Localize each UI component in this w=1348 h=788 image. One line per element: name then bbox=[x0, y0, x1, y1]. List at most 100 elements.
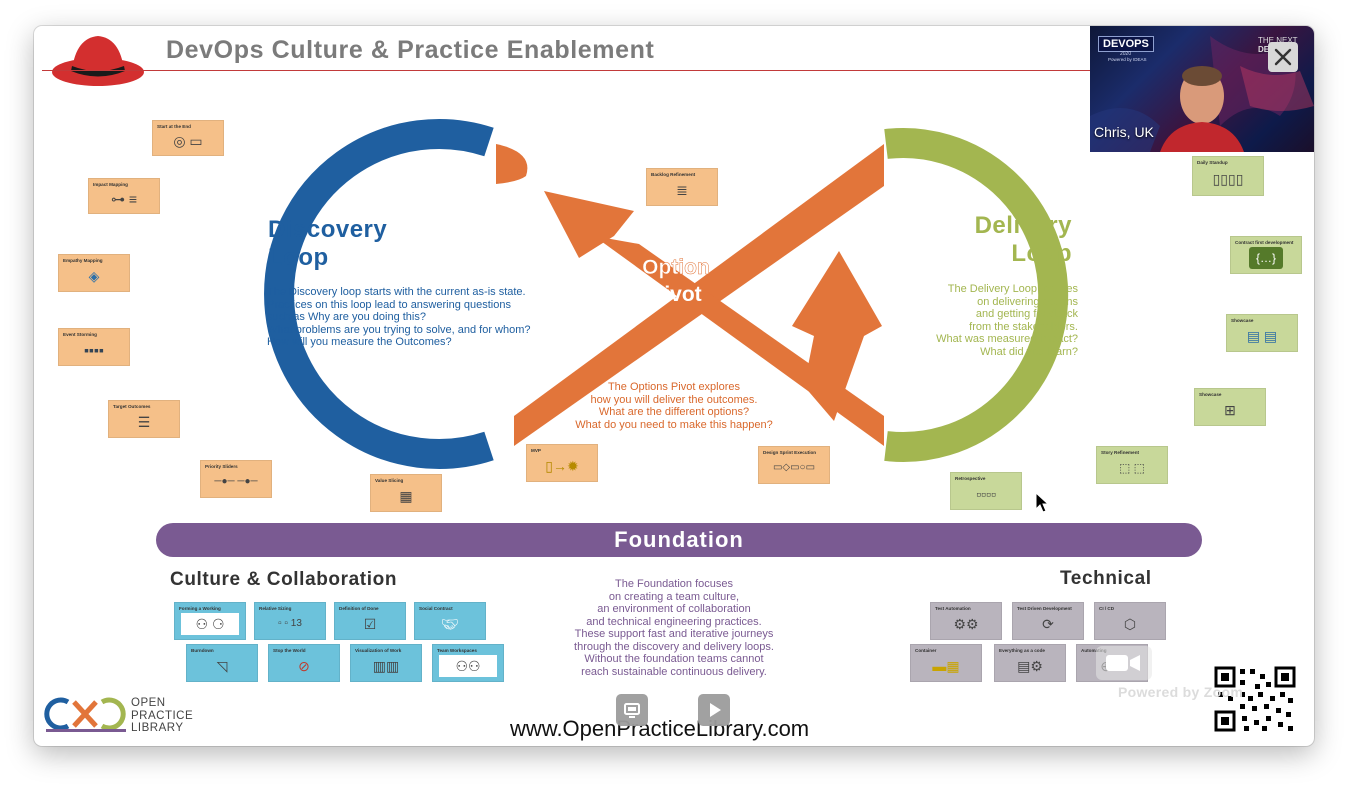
practice-card: Empathy Mapping ◈ bbox=[58, 254, 130, 292]
delivery-heading-line2: Loop bbox=[1011, 240, 1072, 267]
team-icon: ⚇ ⚆ bbox=[181, 613, 239, 635]
pivot-heading-line2: Pivot bbox=[650, 283, 701, 306]
close-button[interactable] bbox=[1268, 42, 1298, 72]
practice-card-title: Retrospective bbox=[955, 476, 986, 481]
practice-card-title: Social Contract bbox=[419, 606, 453, 611]
lightbulb-icon: ▯→✹ bbox=[545, 458, 579, 474]
infinity-loop-diagram: Option Pivot bbox=[264, 119, 1069, 469]
zoom-logo-watermark bbox=[1096, 646, 1152, 680]
practice-card: Stop the World ⊘ bbox=[268, 644, 340, 682]
event-year: 2020 bbox=[1120, 51, 1132, 57]
practice-card-title: Start at the End bbox=[157, 124, 191, 129]
code-doc-icon: ▤⚙ bbox=[1017, 658, 1043, 674]
practice-card: Relative Sizing ▫ ▫ 13 bbox=[254, 602, 326, 640]
kanban-icon: ▥▥ bbox=[372, 658, 400, 674]
foundation-description: The Foundation focuses on creating a tea… bbox=[522, 578, 826, 678]
practice-card-title: Stop the World bbox=[273, 648, 306, 653]
foundation-desc-line: and technical engineering practices. bbox=[586, 615, 762, 628]
play-button[interactable] bbox=[698, 694, 730, 726]
grid-icon: ▦ bbox=[399, 488, 413, 504]
practice-card: Target Outcomes ☰ bbox=[108, 400, 180, 438]
practice-card: Daily Standup ▯▯▯▯ bbox=[1192, 156, 1264, 196]
practice-card: Test Automation ⚙⚙ bbox=[930, 602, 1002, 640]
practice-card-title: Everything as a code bbox=[999, 648, 1045, 653]
practice-card-title: Test Driven Development bbox=[1017, 606, 1072, 611]
logo-text-line: PRACTICE bbox=[131, 709, 194, 722]
practice-card: Definition of Done ☑ bbox=[334, 602, 406, 640]
foundation-desc-line: an environment of collaboration bbox=[597, 603, 751, 615]
gears-icon: ⚙⚙ bbox=[953, 616, 979, 632]
foundation-desc-line: on creating a team culture, bbox=[608, 590, 740, 603]
handshake-icon: 🤝︎ bbox=[441, 616, 459, 632]
close-icon bbox=[1274, 48, 1292, 66]
screen-share-button[interactable] bbox=[616, 694, 648, 726]
practice-card-title: Container bbox=[915, 648, 937, 653]
pivot-arrow-left bbox=[544, 191, 634, 258]
practice-card-title: Design Sprint Execution bbox=[763, 450, 817, 455]
pivot-desc-line: how you will deliver the outcomes. bbox=[590, 393, 758, 406]
event-sub: Powered by IDEAS bbox=[1108, 57, 1147, 62]
practice-card-title: Relative Sizing bbox=[259, 606, 292, 611]
retro-icon: ▫▫▫▫ bbox=[976, 486, 996, 502]
practice-card-title: Visualization of Work bbox=[355, 648, 402, 653]
practice-card: Contract first development {…} bbox=[1230, 236, 1302, 274]
discovery-desc-line: such as Why are you doing this? bbox=[267, 311, 426, 323]
practice-card-title: CI / CD bbox=[1099, 606, 1115, 611]
pivot-desc-line: What do you need to make this happen? bbox=[575, 418, 773, 431]
practice-card-title: Story Refinement bbox=[1101, 450, 1140, 455]
powered-by-zoom: Powered by Zoom bbox=[1118, 684, 1244, 700]
discovery-desc-line: Practices on this loop lead to answering… bbox=[267, 298, 511, 311]
pivot-description: The Options Pivot explores how you will … bbox=[554, 381, 794, 431]
foundation-desc-line: The Foundation focuses bbox=[614, 578, 734, 590]
container-icon: ▬▦ bbox=[932, 658, 960, 674]
title-divider bbox=[42, 70, 1092, 71]
burndown-icon: ◹ bbox=[216, 658, 228, 674]
practice-card-title: Contract first development bbox=[1235, 240, 1294, 245]
event-corner-line1: THE NEXT bbox=[1258, 36, 1298, 45]
practice-card-title: Value Slicing bbox=[375, 478, 404, 483]
face-icon: ◈ bbox=[88, 268, 100, 284]
practice-card: Design Sprint Execution ▭◇▭○▭ bbox=[758, 446, 830, 484]
delivery-desc-line: The Delivery Loop focuses bbox=[947, 283, 1078, 295]
practice-card-title: Empathy Mapping bbox=[63, 258, 103, 263]
delivery-heading-line1: Delivery bbox=[974, 212, 1072, 239]
participant-name: Chris, UK bbox=[1094, 124, 1154, 140]
app-window: DevOps Culture & Practice Enablement Opt… bbox=[34, 26, 1314, 746]
discovery-desc-line: What problems are you trying to solve, a… bbox=[267, 323, 531, 336]
delivery-desc-line: What did you learn? bbox=[980, 345, 1078, 358]
play-icon bbox=[710, 703, 721, 717]
practice-card-title: Definition of Done bbox=[339, 606, 379, 611]
practice-card: Value Slicing ▦ bbox=[370, 474, 442, 512]
practice-card-title: MVP bbox=[531, 448, 541, 453]
practice-card: Test Driven Development ⟳ bbox=[1012, 602, 1084, 640]
qr-code bbox=[1214, 666, 1298, 734]
practice-card-title: Target Outcomes bbox=[113, 404, 151, 409]
practice-card: Showcase ▤ ▤ bbox=[1226, 314, 1298, 352]
discovery-description: The Discovery loop starts with the curre… bbox=[267, 286, 531, 349]
practice-card-title: Automating bbox=[1081, 648, 1107, 653]
foundation-desc-line: reach sustainable continuous delivery. bbox=[581, 665, 767, 678]
cards-icon: ⬚ ⬚ bbox=[1118, 461, 1145, 475]
target-icon: ◎ ▭ bbox=[173, 133, 203, 149]
logo-wordmark: OPEN PRACTICE LIBRARY bbox=[131, 697, 193, 735]
practice-card-title: Team Workspaces bbox=[437, 648, 477, 653]
open-practice-library-logo bbox=[44, 697, 126, 732]
redhat-logo bbox=[52, 36, 144, 86]
event-badge: DEVOPS bbox=[1098, 36, 1154, 52]
showcase-icon: ▤ ▤ bbox=[1246, 328, 1278, 344]
practice-card: MVP ▯→✹ bbox=[526, 444, 598, 482]
practice-card: Start at the End ◎ ▭ bbox=[152, 120, 224, 156]
delivery-heading: Delivery Loop bbox=[962, 212, 1072, 268]
foundation-desc-line: through the discovery and delivery loops… bbox=[574, 640, 774, 653]
backlog-icon: ≣ bbox=[676, 182, 688, 198]
list-icon: ☰ bbox=[137, 414, 151, 430]
practice-card: Burndown ◹ bbox=[186, 644, 258, 682]
practice-card: Backlog Refinement ≣ bbox=[646, 168, 718, 206]
sprint-icon: ▭◇▭○▭ bbox=[772, 462, 816, 473]
practice-card: Team Workspaces ⚇⚇ bbox=[432, 644, 504, 682]
practice-card-title: Event Storming bbox=[63, 332, 97, 337]
practice-card-title: Forming a Working bbox=[179, 606, 221, 611]
practice-card: Visualization of Work ▥▥ bbox=[350, 644, 422, 682]
practice-card: CI / CD ⬡ bbox=[1094, 602, 1166, 640]
delivery-desc-line: from the stakeholders. bbox=[969, 320, 1078, 333]
